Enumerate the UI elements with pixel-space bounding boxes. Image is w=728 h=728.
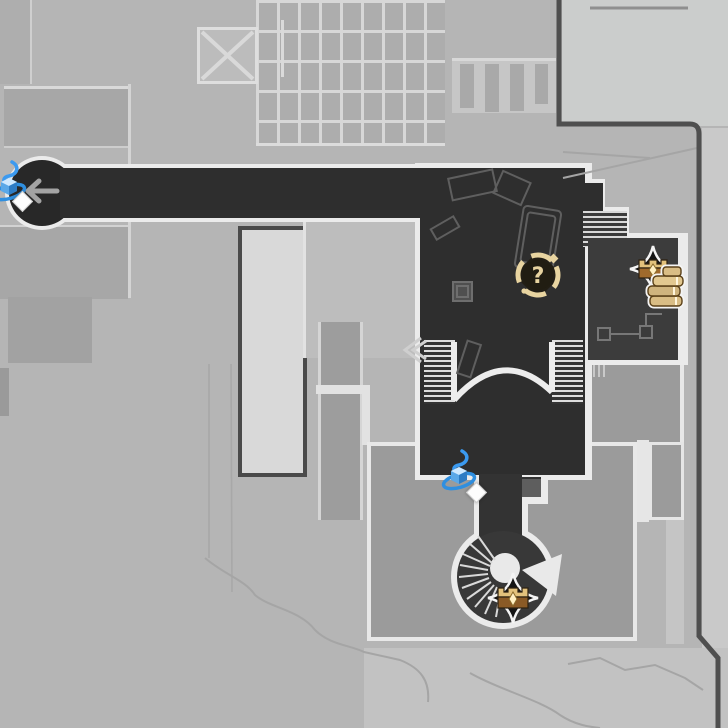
vestibule: [583, 183, 603, 213]
space-anchor-icon: [441, 449, 477, 491]
lower-floor-band-east: [649, 442, 684, 520]
stairs-left: [424, 340, 455, 404]
lower-floor-neck: [588, 362, 684, 444]
stairs-to-side-room: [583, 211, 627, 247]
main-corridor: [60, 168, 420, 218]
door-chevron-icon: [402, 336, 427, 364]
unknown-poi-marker[interactable]: ?: [509, 246, 567, 308]
wall-bar-v: [362, 393, 370, 445]
bg-x-box-divider: [281, 20, 284, 77]
space-anchor-marker[interactable]: [435, 445, 488, 509]
bg-left-edge-rect: [0, 368, 9, 416]
corridor-stub: [479, 474, 522, 545]
x-cross-icon: [200, 30, 255, 81]
outline-stub-bar: [474, 470, 548, 504]
outline-vestibule: [581, 179, 605, 217]
bg-right-strip: [702, 128, 728, 660]
stub-arm-block: [522, 479, 541, 497]
wall-bar-h: [316, 385, 370, 394]
outline-stairs-east: [585, 207, 629, 251]
small-stairs: [588, 363, 608, 377]
vent-bars: [452, 58, 556, 113]
bg-bottom-right: [364, 648, 728, 728]
bg-room-left-mid: [0, 225, 128, 299]
outline-hall: [415, 163, 592, 480]
boundary-walls: [556, 0, 721, 728]
bg-upper-right: [562, 0, 728, 126]
left-arrow-icon: [25, 178, 60, 204]
main-hall: [420, 168, 585, 475]
bg-strip-under-band: [666, 520, 684, 644]
bg-room-left-low: [8, 297, 92, 363]
treasure-chest-icon: [487, 572, 539, 624]
terrain-cracks: [204, 147, 704, 728]
treasure-chest-marker[interactable]: [485, 570, 541, 630]
white-platform: [238, 226, 307, 477]
space-anchor-marker[interactable]: [0, 156, 34, 220]
books-icon: [645, 264, 686, 309]
lower-band-west: [318, 322, 363, 520]
svg-text:?: ?: [532, 264, 545, 289]
bg-topleft-strip: [0, 0, 32, 84]
elevator-x-box: [197, 27, 258, 84]
arch-overlook: [451, 342, 555, 402]
readable-books-marker[interactable]: [642, 263, 690, 317]
bg-room-topleft: [4, 86, 128, 148]
stub-arm: [479, 477, 541, 497]
question-mark-icon: ?: [515, 252, 561, 298]
stairs-right: [552, 340, 583, 404]
exit-arrow-marker[interactable]: [20, 176, 64, 210]
lower-floor-gap: [637, 440, 649, 522]
inset-block: [303, 218, 420, 358]
bg-left-divider: [128, 84, 131, 298]
outline-corridor: [58, 164, 422, 222]
glass-roof-grid: [256, 0, 445, 146]
space-anchor-icon: [0, 160, 27, 202]
